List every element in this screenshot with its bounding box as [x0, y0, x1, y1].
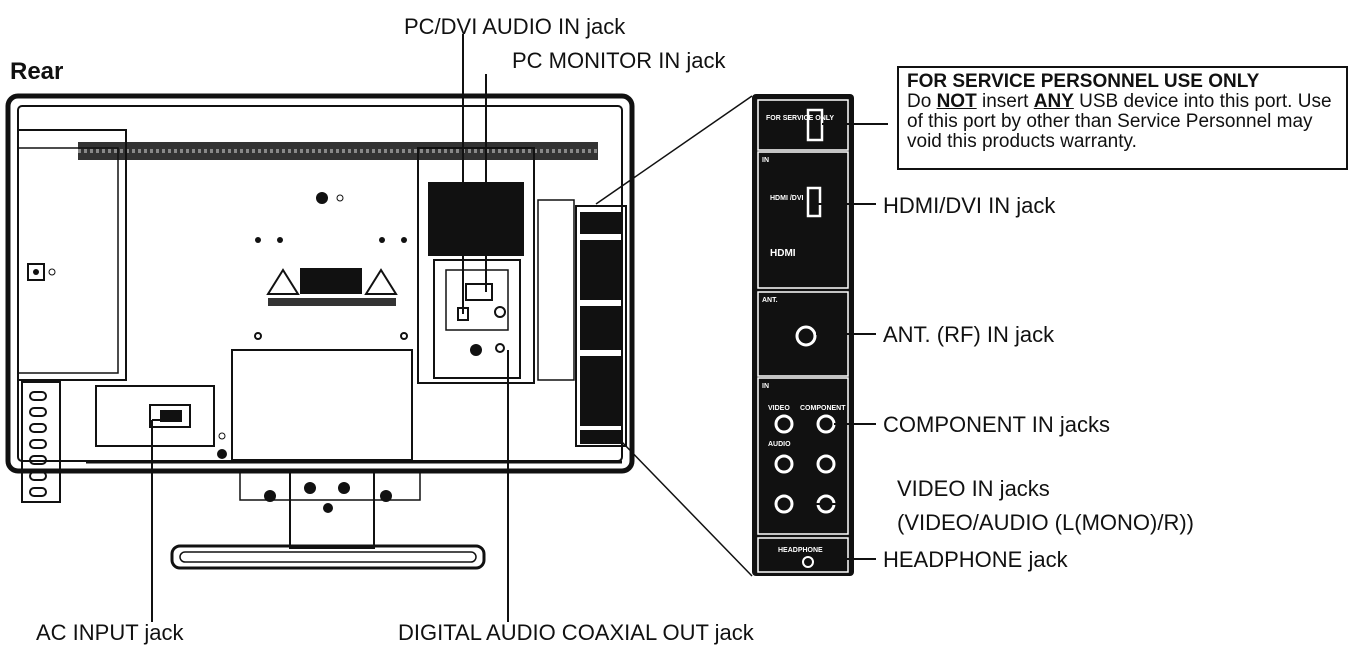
notice-any: ANY [1033, 91, 1074, 112]
tv-rear-body [5, 93, 635, 570]
rear-heading: Rear [10, 58, 63, 85]
svg-text:VIDEO: VIDEO [768, 405, 790, 412]
label-video-in-2: (VIDEO/AUDIO (L(MONO)/R)) [897, 510, 1194, 535]
label-component-in: COMPONENT IN jacks [883, 412, 1110, 437]
service-notice-box: FOR SERVICE PERSONNEL USE ONLY Do NOT in… [897, 66, 1348, 170]
label-pc-dvi-audio-in: PC/DVI AUDIO IN jack [404, 14, 626, 39]
label-video-in-1: VIDEO IN jacks [897, 476, 1050, 501]
service-notice-title: FOR SERVICE PERSONNEL USE ONLY [907, 71, 1260, 92]
notice-not: NOT [936, 91, 977, 112]
hdmi-port [806, 186, 822, 218]
svg-text:COMPONENT: COMPONENT [800, 405, 846, 412]
svg-text:ANT.: ANT. [762, 297, 778, 304]
svg-text:AUDIO: AUDIO [768, 441, 791, 448]
svg-text:FOR SERVICE ONLY: FOR SERVICE ONLY [766, 115, 834, 122]
label-hdmi-dvi-in: HDMI/DVI IN jack [883, 193, 1056, 218]
svg-text:IN: IN [762, 157, 769, 164]
label-ant-rf-in: ANT. (RF) IN jack [883, 322, 1055, 347]
svg-text:HEADPHONE: HEADPHONE [778, 547, 823, 554]
zoom-lines [595, 95, 753, 577]
label-ac-input: AC INPUT jack [36, 620, 185, 645]
label-digital-audio-coaxial-out: DIGITAL AUDIO COAXIAL OUT jack [398, 620, 755, 645]
label-pc-monitor-in: PC MONITOR IN jack [512, 48, 727, 73]
headphone-jack-icon [802, 556, 814, 568]
svg-text:IN: IN [762, 383, 769, 390]
svg-text:HDMI /DVI: HDMI /DVI [770, 195, 804, 202]
ant-connector-icon [795, 325, 817, 347]
hdmi-logo: HDMI [770, 248, 796, 259]
enlarged-jack-panel: FOR SERVICE ONLY IN HDMI /DVI HDMI ANT. … [752, 94, 854, 576]
leader-lines [151, 34, 888, 622]
label-headphone: HEADPHONE jack [883, 547, 1069, 572]
